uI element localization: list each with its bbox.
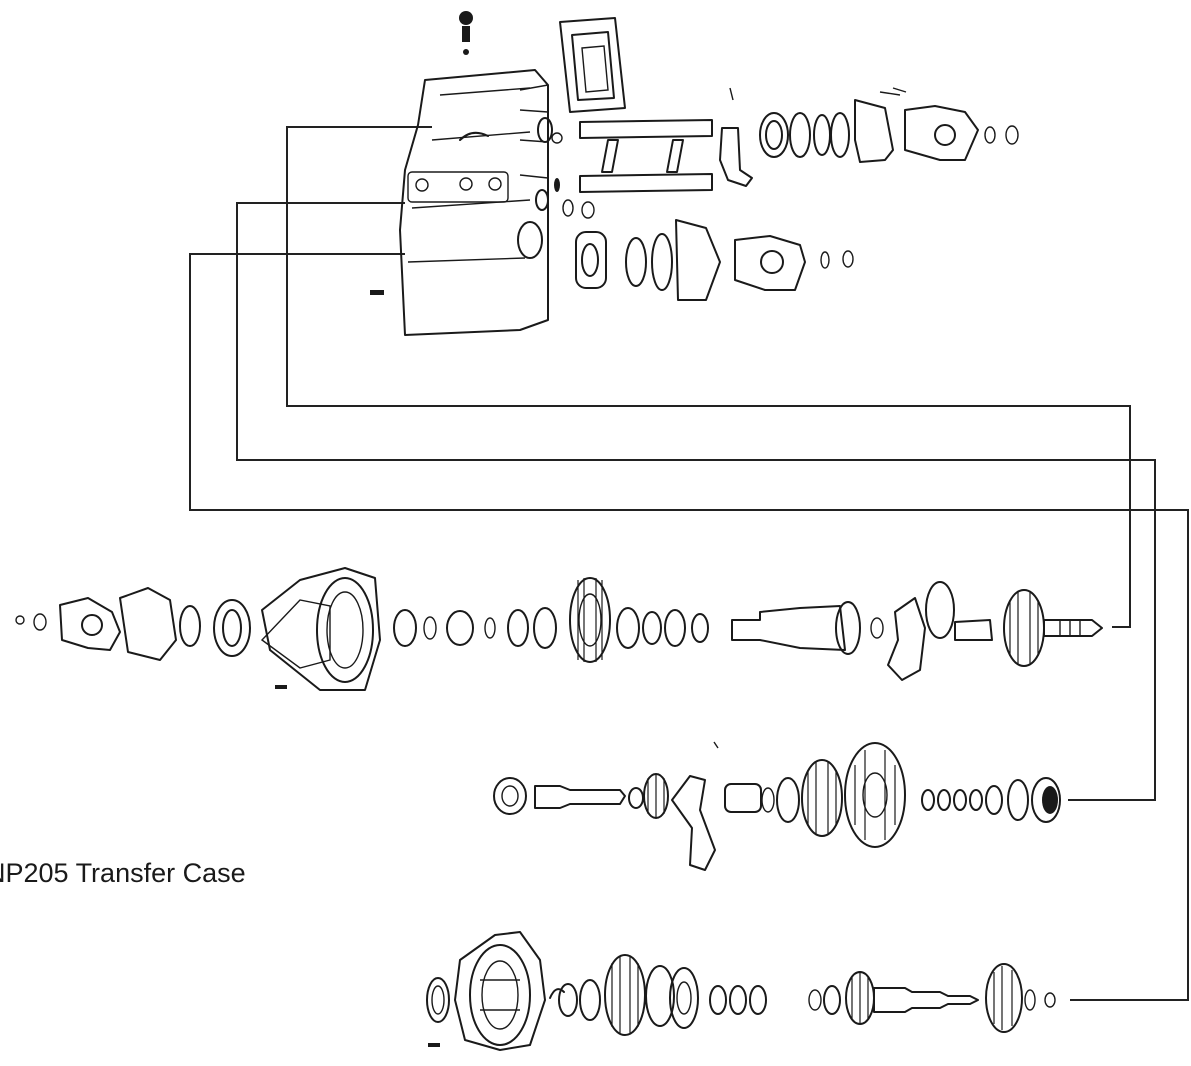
diagram-caption: NP205 Transfer Case [0, 858, 246, 888]
leader-line-front-output [189, 253, 1189, 1001]
inspection-cover-plate [559, 17, 626, 113]
front-output-shaft-assembly [426, 931, 1056, 1051]
shift-rails [551, 119, 713, 219]
breather-vent-icon [459, 11, 473, 55]
leader-lines [189, 126, 1189, 1001]
rear-output-shaft-assembly [15, 567, 1103, 691]
shift-lever [719, 87, 753, 187]
leader-line-rear-output [286, 126, 1131, 628]
rear-yoke-stack-upper [759, 87, 1019, 163]
idler-gear-shaft-assembly [493, 741, 1061, 871]
front-yoke-stack-upper [575, 219, 854, 301]
transfer-case-housing [370, 69, 553, 336]
leader-line-idler-shaft [236, 202, 1156, 801]
